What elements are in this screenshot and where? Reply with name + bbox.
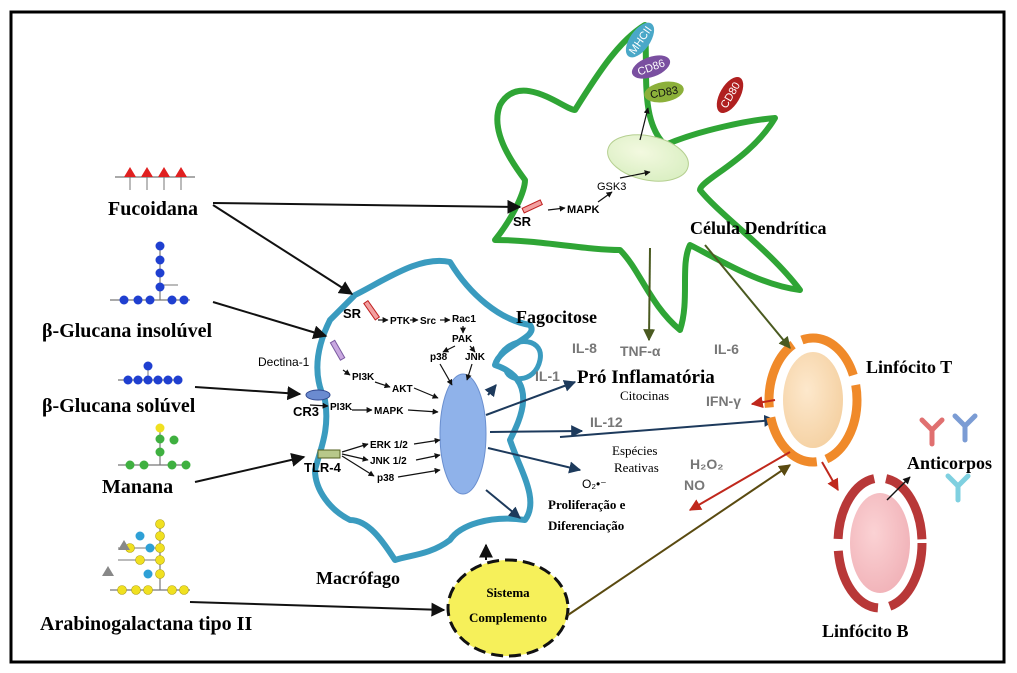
t-cell — [764, 333, 862, 467]
b-cell — [833, 473, 927, 613]
complement-label-2: Complemento — [469, 610, 547, 625]
pi3k-upper-label: PI3K — [352, 372, 375, 383]
dc-sr-receptor — [521, 199, 543, 214]
proliferation-label-1: Proliferação e — [548, 497, 626, 512]
macrophage-sr-receptor — [363, 299, 381, 321]
cr3-label: CR3 — [293, 404, 319, 419]
reactive-species-label-2: Reativas — [614, 460, 659, 475]
pro-inflammatory-label: Pró Inflamatória — [577, 367, 715, 388]
p38-upper-label: p38 — [430, 352, 448, 363]
mapk-label: MAPK — [374, 406, 404, 417]
complement-to-tcell-arrow — [567, 464, 791, 616]
fucoidan-structure-icon — [115, 167, 195, 190]
antibodies-label: Anticorpos — [907, 453, 992, 473]
p38-lower-label: p38 — [377, 473, 395, 484]
erk-label: ERK 1/2 — [370, 440, 408, 451]
tcell-to-no-arrow — [688, 451, 791, 511]
dectin-label: Dectina-1 — [258, 355, 310, 369]
dc-sr-label: SR — [513, 214, 532, 229]
jnk12-label: JNK 1/2 — [370, 456, 407, 467]
dc-marker-cd83: CD83 — [644, 81, 684, 103]
dc-to-tnf-arrow — [643, 247, 656, 342]
b-cell-label: Linfócito B — [822, 621, 909, 641]
il12-label: IL-12 — [590, 414, 623, 430]
dendritic-cell-label: Célula Dendrítica — [690, 218, 827, 238]
macrophage-pathway: PTK Src Rac1 PAK p38 JNK PI3K AKT PI3K M… — [330, 314, 486, 484]
dendritic-nucleus — [607, 134, 689, 182]
ifng-label: IFN-γ — [706, 393, 741, 409]
rac1-label: Rac1 — [452, 314, 476, 325]
dc-marker-cd86: CD86 — [631, 55, 671, 79]
t-cell-label: Linfócito T — [866, 357, 952, 377]
il6-label: IL-6 — [714, 341, 739, 357]
cr3-receptor — [305, 389, 331, 401]
phagocytosis-label: Fagocitose — [516, 307, 597, 327]
complement-label-1: Sistema — [486, 585, 530, 600]
akt-label: AKT — [392, 384, 413, 395]
tnfa-label: TNF-α — [620, 343, 661, 359]
pi3k-lower-label: PI3K — [330, 402, 353, 413]
dectin-receptor — [329, 339, 346, 361]
antibody-icons — [919, 413, 978, 503]
src-label: Src — [420, 316, 437, 327]
dc-gsk3-label: GSK3 — [597, 181, 626, 193]
tcell-to-bcell-arrow — [821, 461, 839, 492]
beta-glucan-soluble-structure-icon — [118, 361, 183, 385]
macrophage-label: Macrófago — [316, 568, 400, 588]
il1-label: IL-1 — [535, 368, 560, 384]
macrophage-output-arrows — [485, 380, 777, 519]
pak-label: PAK — [452, 334, 473, 345]
macrophage-pathway-arrows — [309, 317, 476, 478]
complement-system — [446, 558, 570, 658]
reactive-species-label-1: Espécies — [612, 443, 657, 458]
macrophage-membrane — [312, 257, 535, 563]
h2o2-label: H₂O₂ — [690, 456, 723, 472]
mannan-label: Manana — [102, 476, 173, 498]
superoxide-label: O₂•⁻ — [582, 477, 607, 491]
il8-label: IL-8 — [572, 340, 597, 356]
beta-glucan-soluble-label: β-Glucana solúvel — [42, 395, 196, 417]
no-label: NO — [684, 477, 705, 493]
beta-glucan-insoluble-label: β-Glucana insolúvel — [42, 320, 212, 342]
tlr4-receptor — [317, 449, 341, 459]
polysaccharide-arrows — [189, 199, 522, 617]
b-cell-nucleus — [850, 493, 910, 593]
proliferation-label-2: Diferenciação — [548, 518, 624, 533]
dc-mapk-label: MAPK — [567, 204, 599, 216]
macrophage-nucleus — [439, 373, 487, 495]
arabinogalactan-label: Arabinogalactana tipo II — [40, 613, 252, 635]
mannan-structure-icon — [118, 423, 191, 470]
beta-glucan-insoluble-structure-icon — [110, 241, 190, 305]
jnk-label: JNK — [465, 352, 486, 363]
cytokines-label: Citocinas — [620, 388, 669, 403]
ptk-label: PTK — [390, 316, 411, 327]
macrophage-sr-label: SR — [343, 306, 362, 321]
arabinogalactan-structure-icon — [102, 519, 190, 595]
dc-to-tcell-arrow — [704, 244, 791, 349]
tcell-to-ifng-arrow — [750, 396, 776, 409]
fucoidan-label: Fucoidana — [108, 198, 198, 220]
svg-text:CD83: CD83 — [649, 85, 679, 102]
t-cell-nucleus — [783, 352, 843, 448]
tlr4-label: TLR-4 — [304, 460, 342, 475]
